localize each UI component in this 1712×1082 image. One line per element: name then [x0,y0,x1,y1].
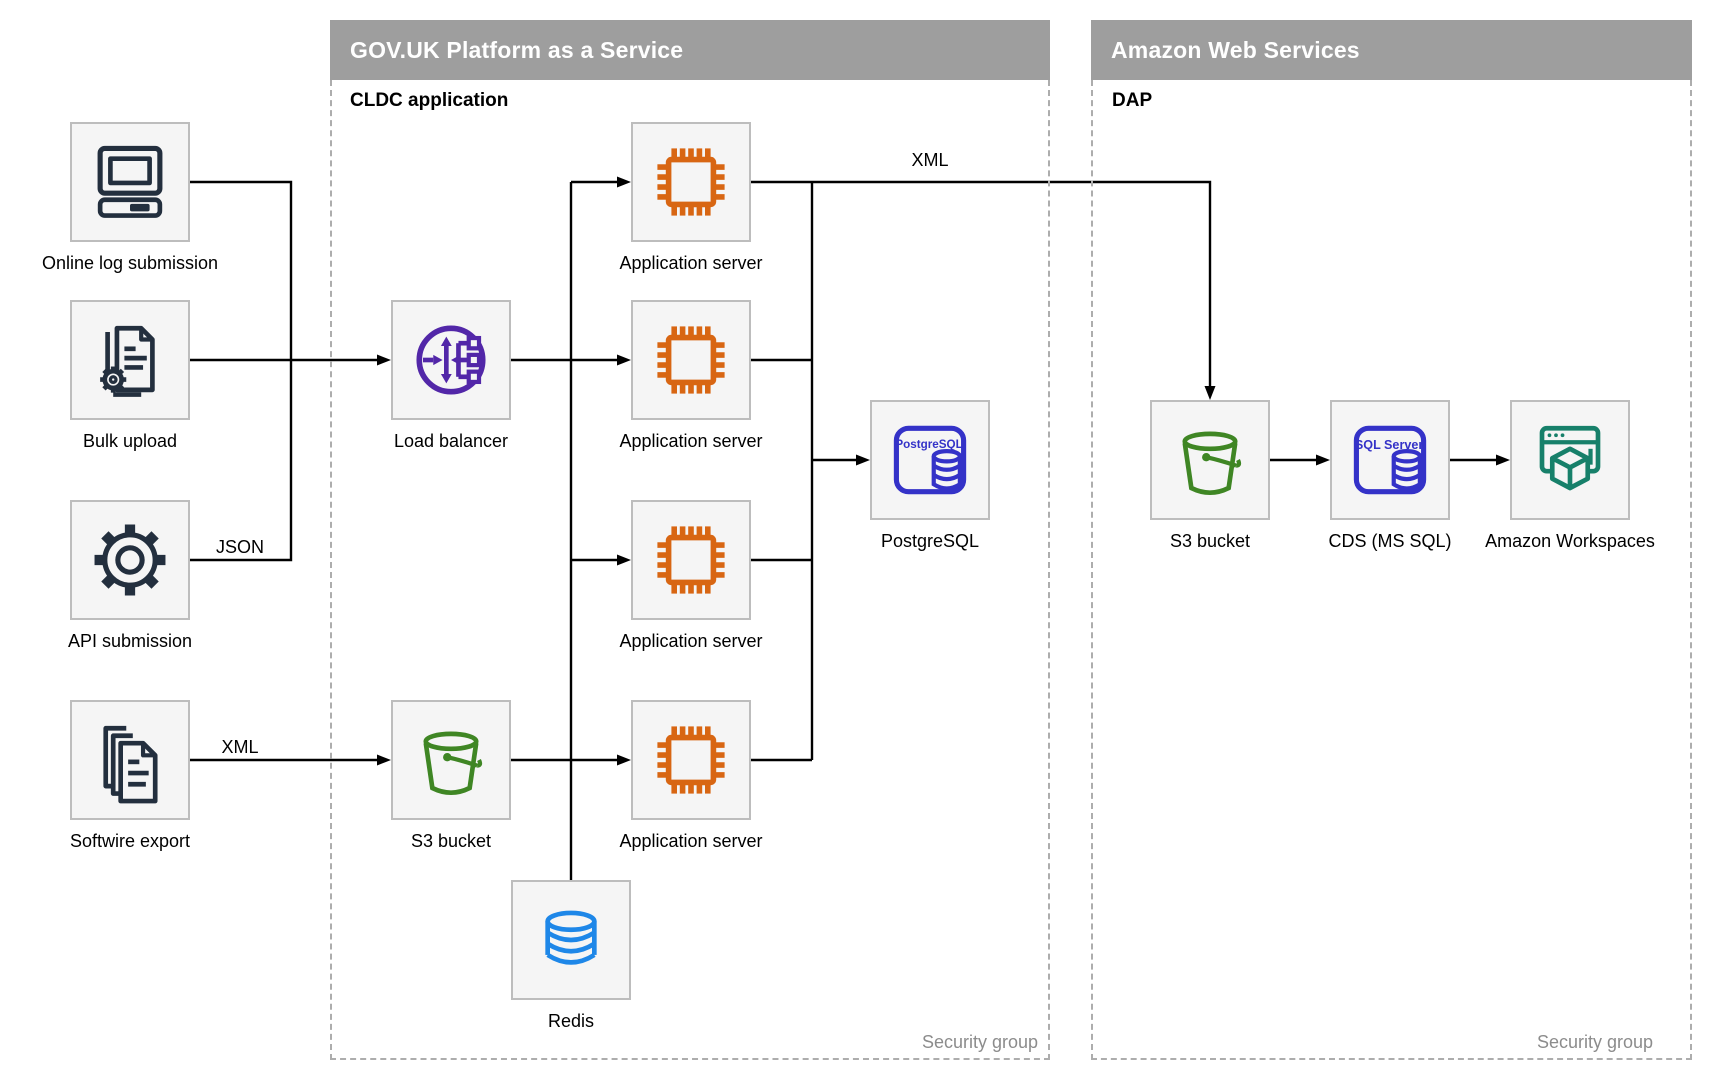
document-gear-icon [100,325,155,397]
node-app-server-4 [631,700,751,820]
postgresql-icon-text: PostgreSQL [895,438,962,451]
aws-container [1091,80,1692,1060]
workspaces-icon [1539,425,1601,491]
node-label: PostgreSQL [880,531,980,551]
xml-edge-label-softwire: XML [221,737,259,757]
chip-icon [657,526,725,594]
node-softwire-export [70,700,190,820]
node-cds-mssql: SQL Server [1330,400,1450,520]
postgresql-icon: PostgreSQL [893,425,967,495]
node-label: Application server [619,831,763,851]
govuk-paas-container [330,80,1050,1060]
node-redis [511,880,631,1000]
node-online-log-submission [70,122,190,242]
node-label: Online log submission [41,253,219,273]
node-api-submission [70,500,190,620]
node-app-server-3 [631,500,751,620]
document-stack-icon [103,725,158,804]
node-label: Application server [619,431,763,451]
node-label: Softwire export [69,831,191,851]
sql-server-icon: SQL Server [1353,425,1427,495]
s3-bucket-icon [423,731,483,795]
cldc-application-label: CLDC application [350,90,509,111]
gear-icon [94,524,166,596]
s3-bucket-icon [1182,431,1242,495]
computer-icon [97,145,163,218]
chip-icon [657,726,725,794]
aws-header: Amazon Web Services [1091,20,1692,80]
node-bulk-upload [70,300,190,420]
xml-edge-label-top: XML [911,150,949,170]
node-label: Bulk upload [82,431,178,451]
node-label: Load balancer [393,431,509,451]
node-s3-bucket-paas [391,700,511,820]
node-load-balancer [391,300,511,420]
chip-icon [657,148,725,216]
json-edge-label: JSON [215,537,264,557]
node-postgresql: PostgreSQL [870,400,990,520]
node-label: Amazon Workspaces [1485,531,1655,551]
dap-label: DAP [1112,90,1153,111]
node-label: S3 bucket [1169,531,1251,551]
node-label: API submission [67,631,193,651]
node-app-server-2 [631,300,751,420]
node-s3-bucket-aws [1150,400,1270,520]
aws-security-group-label: Security group [1536,1032,1653,1052]
node-label: Redis [547,1011,595,1031]
node-label: Application server [619,253,763,273]
sql-server-icon-text: SQL Server [1355,438,1423,452]
chip-icon [657,326,725,394]
govuk-security-group-label: Security group [921,1032,1038,1052]
govuk-paas-header: GOV.UK Platform as a Service [330,20,1050,80]
node-label: Application server [619,631,763,651]
redis-database-icon [545,910,597,965]
load-balancer-icon [416,325,486,395]
node-label: CDS (MS SQL) [1328,531,1452,551]
node-app-server-1 [631,122,751,242]
node-amazon-workspaces [1510,400,1630,520]
node-label: S3 bucket [410,831,492,851]
edge-sources-merge [190,180,293,562]
